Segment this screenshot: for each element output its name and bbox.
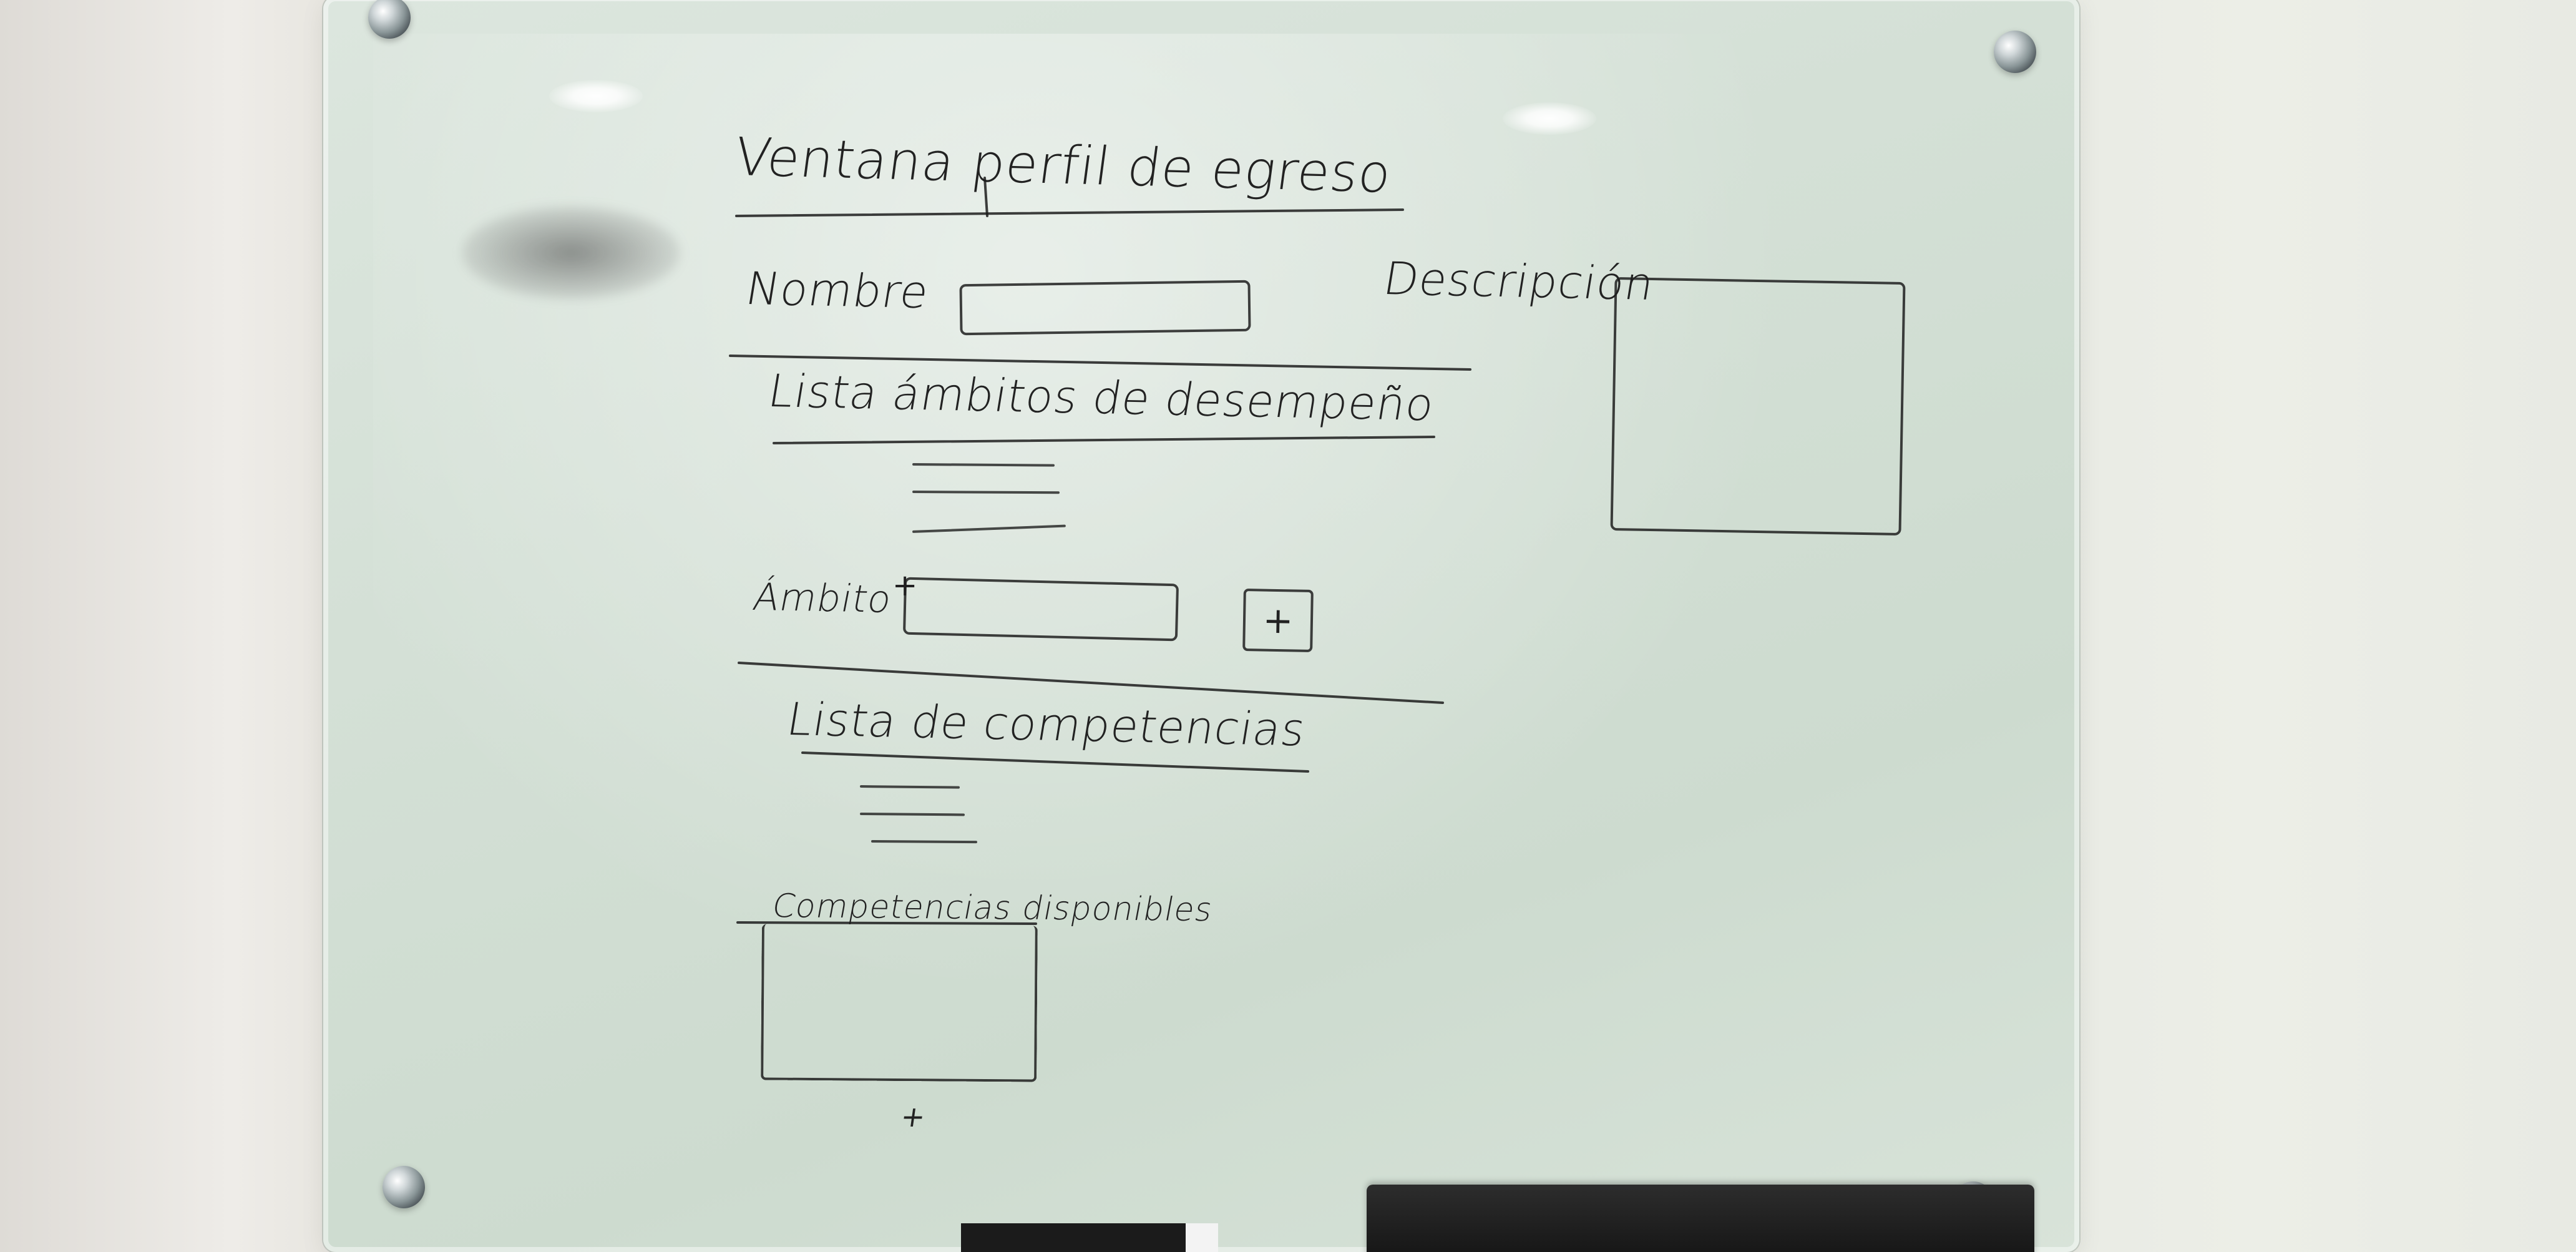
available-competencies-label: Competencias disponibles — [769, 888, 1216, 929]
sketch-title: Ventana perfil de egreso — [731, 126, 1395, 205]
scope-input-box — [902, 577, 1179, 642]
bottom-left-screw — [383, 1166, 425, 1208]
description-textarea-box — [1610, 276, 1906, 536]
eraser-smudge — [462, 206, 680, 300]
foreground-object — [961, 1223, 1218, 1252]
glass-whiteboard — [323, 0, 2079, 1252]
name-input-box — [959, 280, 1251, 336]
competencies-list-label: Lista de competencias — [783, 693, 1310, 756]
top-left-screw — [368, 0, 411, 39]
available-competencies-box — [761, 924, 1038, 1082]
bottom-sketch-symbol: + — [899, 1100, 928, 1133]
add-scope-button-sketch: + — [1242, 589, 1314, 652]
foreground-monitor — [1367, 1185, 2034, 1252]
scope-label: Ámbito — [749, 575, 896, 622]
scope-list-line — [912, 463, 1055, 467]
competency-list-line — [859, 813, 965, 816]
scope-list-label: Lista ámbitos de desempeño — [764, 364, 1438, 431]
competency-list-line — [871, 840, 978, 844]
scope-required-mark: + — [892, 568, 918, 603]
competency-list-line — [859, 785, 960, 789]
left-wall — [0, 0, 331, 1252]
top-right-screw — [1994, 31, 2036, 73]
right-wall — [2041, 0, 2576, 1252]
scope-list-line — [912, 524, 1066, 533]
ceiling-light-reflection-right — [1503, 102, 1596, 135]
name-label: Nombre — [742, 262, 933, 318]
ceiling-light-reflection-left — [549, 80, 643, 112]
scope-list-line — [912, 491, 1060, 494]
